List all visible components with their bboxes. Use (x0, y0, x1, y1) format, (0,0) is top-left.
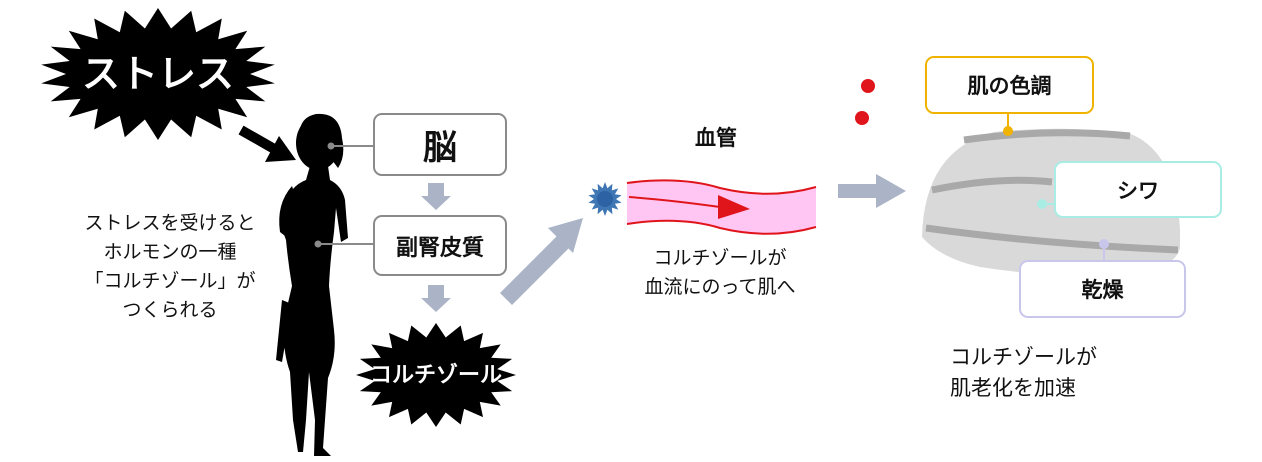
tone-connector (1003, 112, 1013, 136)
caption-line: 血流にのって肌へ (644, 276, 796, 298)
adrenal-cortex-box: 副腎皮質 (373, 215, 507, 276)
caption-line: ホルモンの一種 (103, 241, 237, 263)
caption-line: つくられる (122, 299, 218, 321)
dryness-label: 乾燥 (1081, 278, 1124, 302)
woman-silhouette (276, 113, 348, 456)
caption-line: 「コルチゾール」が (84, 270, 256, 292)
dryness-connector (1099, 239, 1109, 261)
right-caption: コルチゾールが 肌老化を加速 (950, 342, 1140, 404)
vessel-caption: コルチゾールが 血流にのって肌へ (620, 244, 820, 302)
stress-label: ストレス (81, 52, 234, 96)
caption-line: コルチゾールが (950, 345, 1097, 369)
cortisol-dot (855, 111, 869, 125)
dryness-box: 乾燥 (1019, 260, 1186, 318)
adrenal-cortex-label: 副腎皮質 (395, 235, 484, 261)
vessel-to-skin-arrow (838, 174, 906, 208)
cortisol-label: コルチゾール (369, 363, 502, 388)
stress-to-head-arrow (238, 125, 296, 162)
caption-line: コルチゾールが (653, 247, 787, 269)
brain-connector (327, 142, 373, 150)
wrinkle-box: シワ (1054, 161, 1222, 218)
cortisol-to-vessel-arrow (500, 218, 583, 305)
adrenal-to-cortisol-arrow (421, 285, 451, 312)
wrinkle-connector (1037, 199, 1054, 209)
blood-vessel-label: 血管 (695, 126, 737, 150)
caption-line: ストレスを受けると (84, 212, 256, 234)
brain-to-adrenal-arrow (421, 183, 451, 210)
cortisol-starburst (356, 323, 516, 427)
stress-starburst (41, 8, 275, 140)
blood-vessel (626, 179, 817, 235)
adrenal-connector (314, 240, 373, 248)
left-caption: ストレスを受けると ホルモンの一種 「コルチゾール」が つくられる (60, 209, 280, 325)
caption-line: 肌老化を加速 (950, 376, 1076, 400)
brain-label: 脳 (423, 128, 457, 168)
skin-tone-label: 肌の色調 (967, 74, 1052, 98)
cortisol-dot (861, 79, 875, 93)
brain-box: 脳 (373, 113, 507, 176)
wrinkle-label: シワ (1117, 178, 1159, 203)
skin-tone-box: 肌の色調 (925, 56, 1094, 114)
